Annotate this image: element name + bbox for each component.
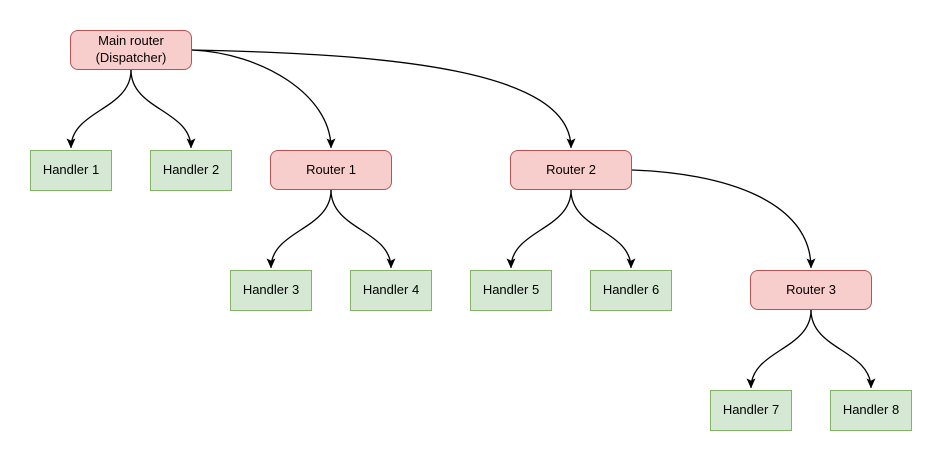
edge-main-router-to-router-2 xyxy=(191,49,576,149)
edge-router-2-to-handler-5 xyxy=(506,189,572,269)
node-main-router: Main router (Dispatcher) xyxy=(70,30,192,70)
node-handler-7: Handler 7 xyxy=(710,390,792,431)
edge-main-router-to-handler-1 xyxy=(66,69,132,149)
node-handler-5: Handler 5 xyxy=(470,270,552,311)
edge-router-2-to-handler-6 xyxy=(570,189,636,269)
node-handler-3: Handler 3 xyxy=(230,270,312,311)
node-handler-8: Handler 8 xyxy=(830,390,912,431)
node-router-1: Router 1 xyxy=(270,150,392,190)
node-handler-4: Handler 4 xyxy=(350,270,432,311)
edge-router-3-to-handler-8 xyxy=(810,309,876,389)
node-handler-1: Handler 1 xyxy=(30,150,112,191)
node-router-3: Router 3 xyxy=(750,270,872,310)
edge-router-3-to-handler-7 xyxy=(746,309,812,389)
edge-main-router-to-handler-2 xyxy=(130,69,196,149)
edge-router-2-to-router-3 xyxy=(631,169,816,269)
node-router-2: Router 2 xyxy=(510,150,632,190)
edge-main-router-to-router-1 xyxy=(191,49,336,149)
edge-router-1-to-handler-4 xyxy=(330,189,396,269)
node-handler-2: Handler 2 xyxy=(150,150,232,191)
node-handler-6: Handler 6 xyxy=(590,270,672,311)
edge-router-1-to-handler-3 xyxy=(266,189,332,269)
